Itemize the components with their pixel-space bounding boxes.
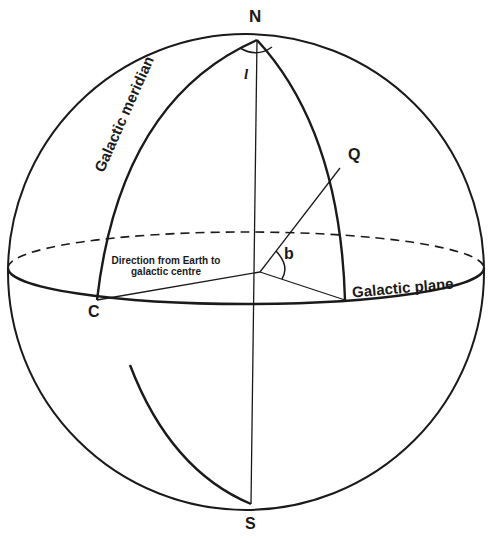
meridian-label: Galactic meridian bbox=[92, 54, 158, 175]
direction-to-q bbox=[260, 168, 340, 272]
direction-to-plane bbox=[260, 272, 345, 300]
point-label: C bbox=[88, 303, 100, 321]
sphere-outline bbox=[8, 34, 484, 510]
meridian-lower-arc bbox=[130, 365, 251, 504]
pole-label: S bbox=[245, 515, 256, 533]
angle-label: l bbox=[244, 66, 248, 83]
plane-front bbox=[8, 268, 484, 304]
plane-back bbox=[8, 232, 484, 268]
angle-b-arc bbox=[276, 251, 285, 279]
object-meridian-arc bbox=[257, 40, 345, 300]
pole-label: N bbox=[249, 8, 261, 27]
direction-label: Direction from Earth to galactic centre bbox=[104, 255, 228, 277]
angle-label: b bbox=[284, 245, 294, 263]
galactic-meridian-arc bbox=[97, 40, 257, 300]
polar-axis bbox=[251, 40, 257, 504]
plane-label: Galactic plane bbox=[351, 276, 454, 301]
point-label: Q bbox=[348, 146, 360, 164]
angle-l-arc bbox=[240, 47, 272, 53]
